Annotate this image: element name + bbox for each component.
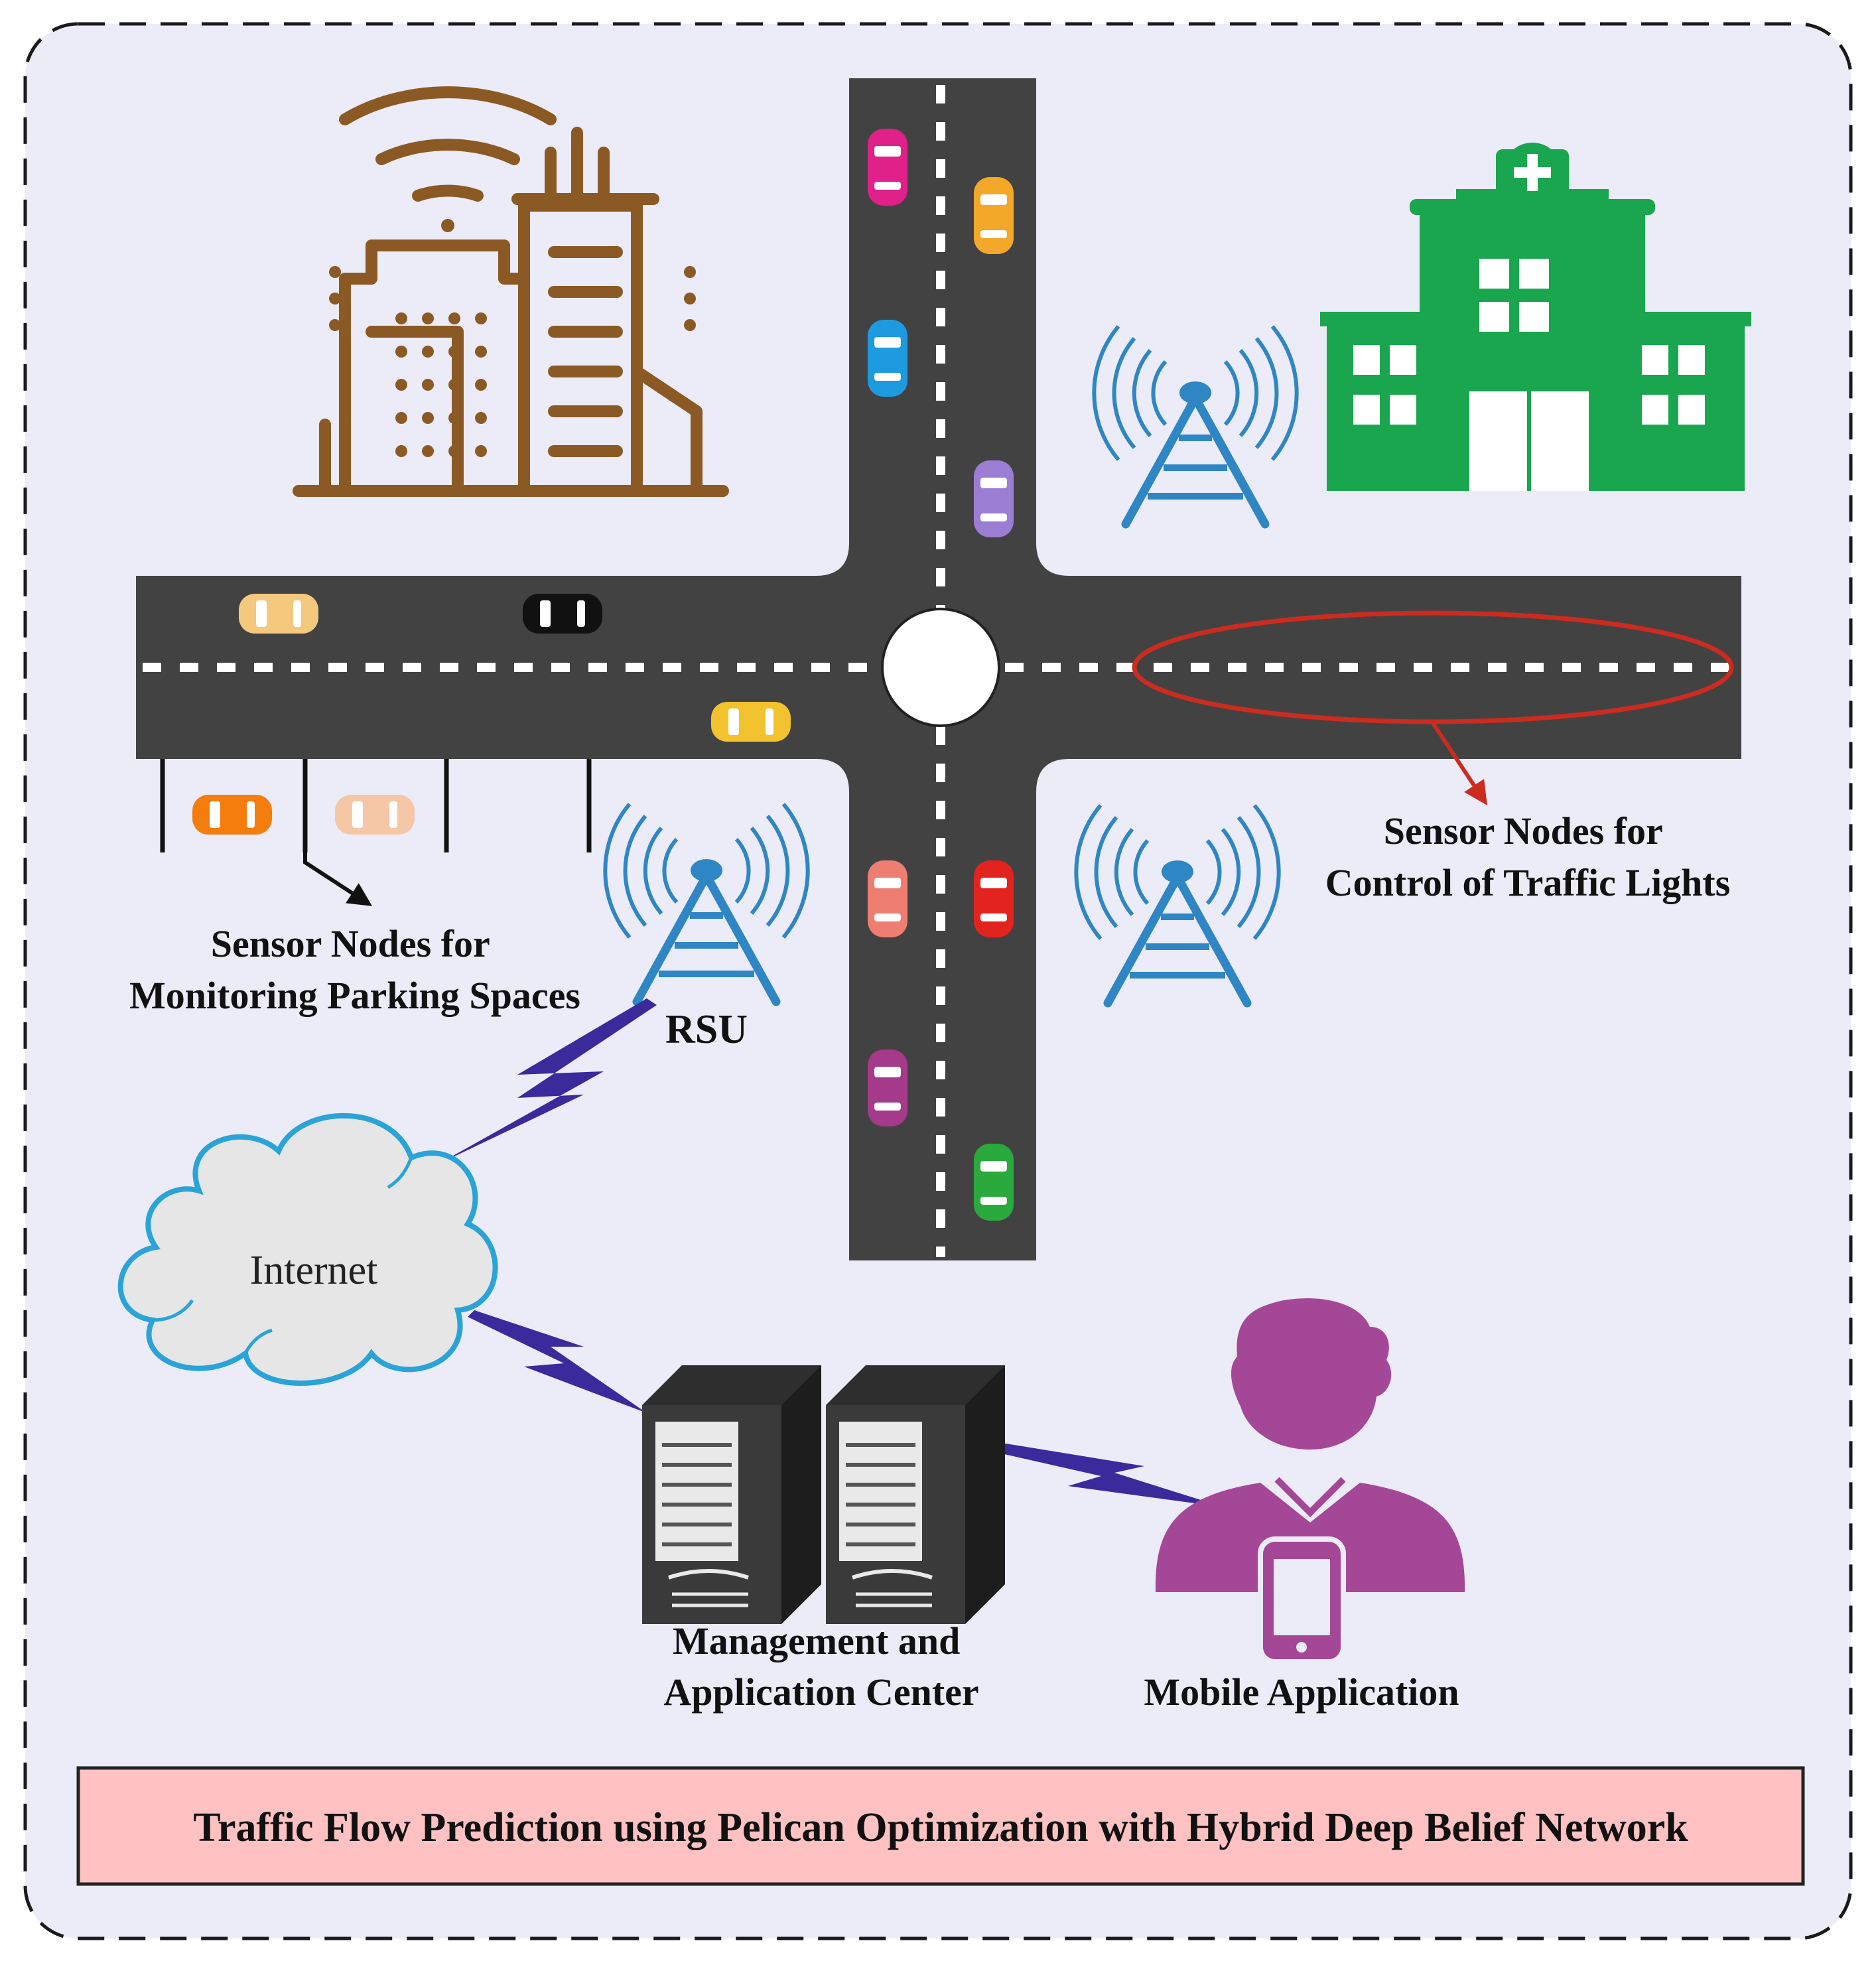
rsu-label: RSU — [665, 1007, 748, 1052]
server-icon — [642, 1365, 821, 1624]
car-black — [523, 594, 602, 634]
car-orange — [974, 177, 1014, 254]
parking-sensor-label: Sensor Nodes for Monitoring Parking Spac… — [129, 922, 580, 1017]
car-green — [974, 1144, 1014, 1221]
car-light-peach — [335, 795, 415, 835]
car-purple — [868, 1049, 907, 1126]
vehicles — [192, 129, 1014, 1221]
server-icon — [826, 1365, 1005, 1624]
car-blue — [868, 320, 907, 397]
user-with-phone-icon — [1155, 1298, 1465, 1664]
internet-label: Internet — [250, 1248, 378, 1293]
cloud-icon — [117, 1113, 498, 1386]
building-windows — [329, 219, 696, 457]
parking-sensor-arrow — [303, 796, 373, 906]
car-lavender — [974, 460, 1014, 537]
title-banner-text: Traffic Flow Prediction using Pelican Op… — [193, 1805, 1688, 1850]
road-intersection — [136, 78, 1741, 1260]
car-salmon — [868, 860, 907, 937]
title-banner — [76, 1766, 1805, 1886]
lightning-link — [438, 998, 1224, 1507]
smart-building-icon — [293, 86, 729, 497]
car-peach — [239, 594, 318, 634]
traffic-sensor-highlight — [1132, 610, 1734, 724]
mobile-application-label: Mobile Application — [1144, 1670, 1459, 1714]
traffic-sensor-arrow — [1431, 722, 1487, 806]
car-dark-orange — [192, 795, 272, 835]
car-yellow — [711, 702, 791, 742]
management-center-label: Management and Application Center — [663, 1619, 978, 1714]
roundabout — [881, 608, 1000, 727]
traffic-light-sensor-label: Sensor Nodes for Control of Traffic Ligh… — [1325, 809, 1731, 904]
car-red — [974, 860, 1014, 937]
hospital-icon — [1320, 143, 1751, 491]
car-magenta — [868, 129, 907, 206]
